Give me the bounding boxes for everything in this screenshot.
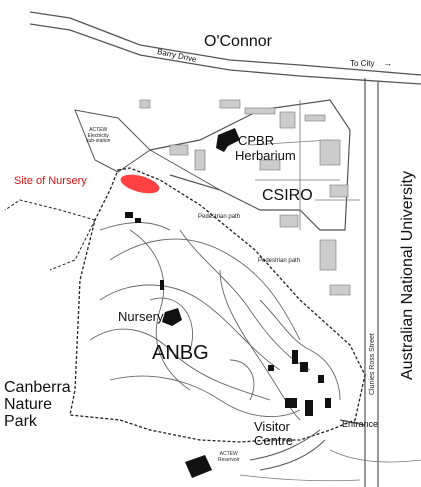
centre-label: Centre [254, 433, 294, 448]
park-label: Park [4, 413, 37, 430]
anu-label: Australian National University [399, 171, 416, 380]
garden-buildings [125, 212, 331, 416]
pedestrian-path-label-1: Pedestrian path [198, 214, 241, 220]
csiro-roads [149, 99, 351, 231]
site-of-nursery-label: Site of Nursery [14, 175, 87, 187]
nature-label: Nature [4, 396, 53, 413]
actew-reservoir-line-2: Reservoir [218, 456, 240, 463]
anbg-boundary [69, 167, 366, 443]
pedestrian-path-label-2: Pedestrian path [258, 258, 301, 264]
herbarium-label: Herbarium [235, 148, 296, 163]
site-of-nursery-highlight [120, 174, 160, 194]
barry-drive-road [29, 11, 421, 76]
anbg-label: ANBG [152, 342, 209, 364]
to-city-arrow-icon: → [383, 58, 392, 68]
entrance-label: Entrance [342, 419, 379, 429]
csiro-buildings [139, 99, 351, 296]
entrance-road [339, 419, 366, 426]
actew-reservoir-building [185, 455, 212, 478]
cpbr-building [216, 128, 240, 152]
actew-substation-label: ACTEW Electricity sub-station [86, 127, 111, 145]
oconnor-label: O'Connor [204, 33, 272, 50]
nursery-label: Nursery [118, 309, 164, 324]
cpbr-label: CPBR [238, 133, 275, 148]
actew-sub-line-3: sub-station [86, 138, 111, 144]
nature-park-boundary [4, 199, 96, 271]
actew-substation-area [74, 109, 151, 173]
actew-sub-line-2: Electricity [87, 132, 109, 139]
visitor-label: Visitor [254, 419, 290, 434]
to-city-label: To City [350, 59, 375, 68]
actew-reservoir-line-1: ACTEW [219, 451, 238, 457]
csiro-label: CSIRO [262, 187, 313, 204]
actew-reservoir-label: ACTEW Reservoir [218, 451, 240, 463]
actew-sub-line-1: ACTEW [89, 127, 108, 133]
canberra-label: Canberra [4, 379, 71, 396]
clunies-ross-label: Clunies Ross Street [369, 333, 376, 395]
